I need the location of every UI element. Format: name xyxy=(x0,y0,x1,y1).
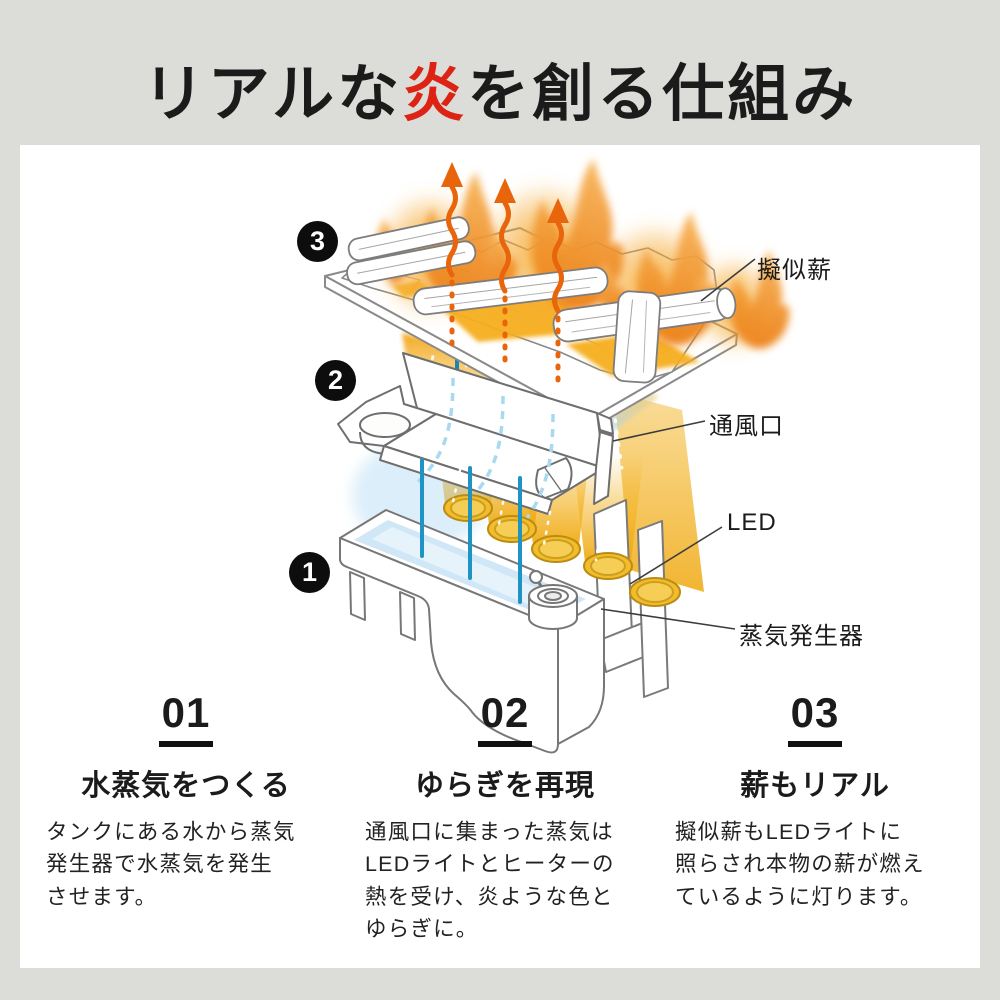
title-text: リアルな xyxy=(142,60,403,129)
step-number-03: 03 xyxy=(787,692,843,747)
step-number-01: 01 xyxy=(158,692,214,747)
label-led: LED xyxy=(727,509,777,536)
step-body-03: 擬似薪もLEDライトに 照らされ本物の薪が燃え ているように灯ります。 xyxy=(675,820,925,909)
step-heading-03: 薪もリアル xyxy=(740,770,890,802)
label-vent-opening: 通風口 xyxy=(709,413,784,440)
label-imitation-firewood: 擬似薪 xyxy=(757,257,832,284)
marker-digit: 1 xyxy=(301,557,318,587)
title-text-end: を創る仕組み xyxy=(467,60,858,129)
page-title: リアルな炎を創る仕組み xyxy=(0,38,1000,138)
step-body-01: タンクにある水から蒸気 発生器で水蒸気を発生 させます。 xyxy=(46,820,296,909)
step-column-2: 02 ゆらぎを再現 通風口に集まった蒸気は LEDライトとヒーターの 熱を受け、… xyxy=(355,692,655,945)
label-steam-generator: 蒸気発生器 xyxy=(739,623,864,650)
diagram-marker-3: 3 xyxy=(297,221,338,262)
step-heading-02: ゆらぎを再現 xyxy=(414,770,595,802)
marker-digit: 2 xyxy=(327,365,344,395)
step-column-3: 03 薪もリアル 擬似薪もLEDライトに 照らされ本物の薪が燃え ているように灯… xyxy=(665,692,965,913)
step-column-1: 01 水蒸気をつくる タンクにある水から蒸気 発生器で水蒸気を発生 させます。 xyxy=(36,692,336,913)
diagram-marker-2: 2 xyxy=(315,360,356,401)
step-number-02: 02 xyxy=(477,692,533,747)
diagram-marker-1: 1 xyxy=(289,552,330,593)
marker-digit: 3 xyxy=(309,226,326,256)
step-body-02: 通風口に集まった蒸気は LEDライトとヒーターの 熱を受け、炎ような色と ゆらぎ… xyxy=(365,820,615,941)
step-heading-01: 水蒸気をつくる xyxy=(81,770,291,802)
title-highlight-flame-char: 炎 xyxy=(402,60,468,129)
